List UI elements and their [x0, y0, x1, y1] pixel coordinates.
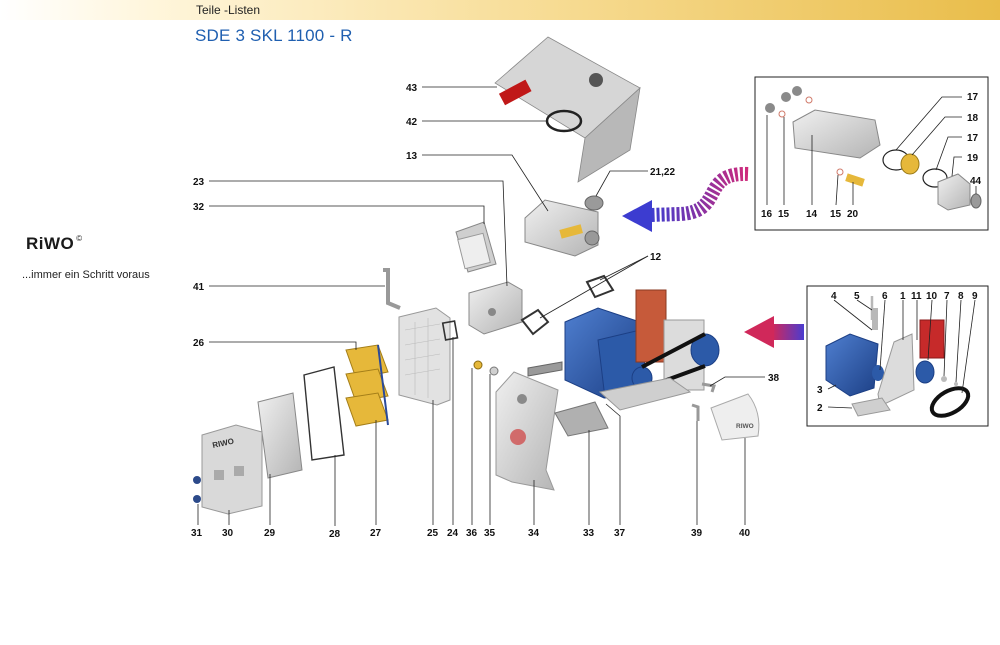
- callout-1: 1: [900, 291, 906, 302]
- detail-top-parts: [765, 86, 982, 211]
- callout-8: 8: [958, 291, 964, 302]
- callout-labels: 43 42 13 21,22 23 32 12 41 26 38 31 30 2…: [191, 83, 982, 540]
- callout-35: 35: [484, 528, 496, 539]
- detail-bottom-parts: [825, 296, 971, 418]
- svg-text:RIWO: RIWO: [736, 423, 754, 430]
- brand-slogan: ...immer ein Schritt voraus: [22, 269, 150, 281]
- callout-11: 11: [911, 291, 922, 302]
- arrow-middle: [744, 316, 804, 348]
- svg-text:RIWO: RIWO: [212, 437, 235, 450]
- callout-26: 26: [193, 338, 205, 349]
- callout-21-22: 21,22: [650, 167, 675, 178]
- main-gear-motor: [564, 289, 720, 411]
- callout-20: 20: [847, 209, 859, 220]
- callout-6: 6: [882, 291, 888, 302]
- callout-31: 31: [191, 528, 203, 539]
- callout-40: 40: [739, 528, 751, 539]
- part-27-filters: [345, 344, 389, 427]
- callout-43: 43: [406, 83, 418, 94]
- callout-10: 10: [926, 291, 938, 302]
- callout-12: 12: [650, 252, 662, 263]
- callout-36: 36: [466, 528, 478, 539]
- part-31-knob: [193, 476, 201, 484]
- callout-15: 15: [778, 209, 790, 220]
- callout-17: 17: [967, 92, 979, 103]
- callout-13: 13: [406, 151, 418, 162]
- part-35-fitting: [489, 366, 499, 376]
- callout-17: 17: [967, 133, 979, 144]
- callout-19: 19: [967, 153, 979, 164]
- part-32-filter: [455, 221, 497, 273]
- callout-24: 24: [447, 528, 459, 539]
- callout-2: 2: [817, 403, 823, 414]
- part-13-pump: [524, 199, 600, 257]
- callout-23: 23: [193, 177, 205, 188]
- part-31-knob: [193, 495, 201, 503]
- part-34-shield: [495, 371, 559, 491]
- callout-25: 25: [427, 528, 439, 539]
- part-33-tray: [554, 401, 609, 437]
- part-41-bracket: [383, 268, 401, 310]
- callout-30: 30: [222, 528, 234, 539]
- callout-28: 28: [329, 529, 341, 540]
- part-24-gasket: [441, 320, 459, 341]
- callout-33: 33: [583, 528, 595, 539]
- arrow-head-left-icon: [744, 316, 774, 348]
- section-title: Teile -Listen: [196, 3, 261, 17]
- callout-18: 18: [967, 113, 979, 124]
- callout-14: 14: [806, 209, 818, 220]
- callout-5: 5: [854, 291, 860, 302]
- page-title: SDE 3 SKL 1100 - R: [195, 26, 353, 45]
- callout-41: 41: [193, 282, 205, 293]
- part-12-gaskets: [520, 274, 615, 336]
- callout-44: 44: [970, 176, 982, 187]
- part-23-housing: [468, 281, 523, 335]
- callout-38: 38: [768, 373, 780, 384]
- leader-lines: [197, 86, 977, 526]
- callout-39: 39: [691, 528, 703, 539]
- part-21-22-fitting: [584, 195, 604, 211]
- registered-mark: ©: [76, 234, 83, 243]
- callout-3: 3: [817, 385, 823, 396]
- part-30-cover: RIWO: [201, 424, 263, 515]
- header-bar: Teile -Listen: [0, 0, 1000, 20]
- part-36-fitting: [473, 360, 483, 370]
- part-25-panel: [398, 307, 451, 406]
- part-rail: [527, 361, 563, 377]
- part-39-clip: [691, 403, 700, 421]
- callout-9: 9: [972, 291, 978, 302]
- callout-34: 34: [528, 528, 540, 539]
- callout-37: 37: [614, 528, 626, 539]
- callout-7: 7: [944, 291, 950, 302]
- part-43-bracket: [494, 36, 641, 183]
- callout-42: 42: [406, 117, 418, 128]
- callout-15: 15: [830, 209, 842, 220]
- callout-16: 16: [761, 209, 773, 220]
- callout-29: 29: [264, 528, 276, 539]
- callout-4: 4: [831, 291, 837, 302]
- part-28-seal: [303, 366, 345, 461]
- part-40-cover: RIWO: [710, 393, 760, 441]
- part-38-clip: [701, 382, 716, 393]
- part-29-plate: [257, 392, 303, 479]
- callout-27: 27: [370, 528, 382, 539]
- brand-logo: RiWO©: [26, 234, 83, 254]
- callout-32: 32: [193, 202, 205, 213]
- logo-text: RiWO: [26, 234, 75, 253]
- arrow-head-left-icon: [622, 200, 652, 232]
- wavy-arrow-top: [622, 166, 749, 232]
